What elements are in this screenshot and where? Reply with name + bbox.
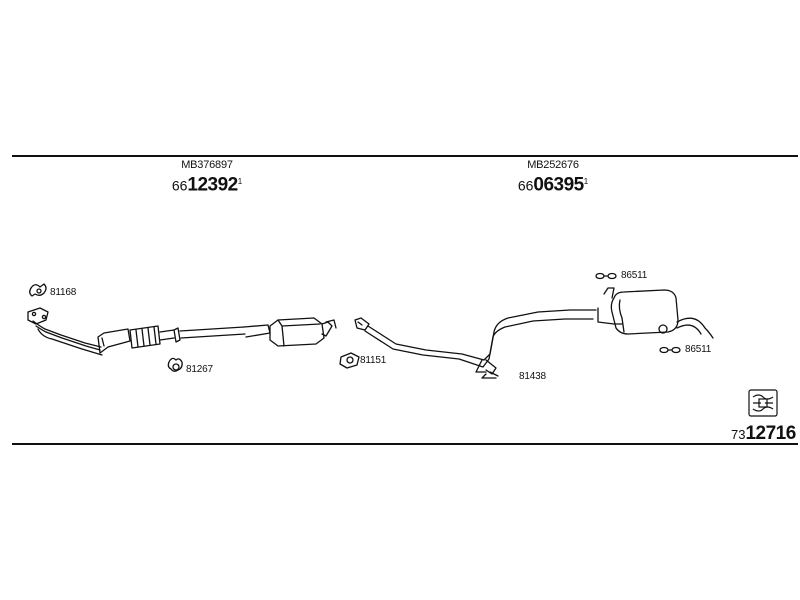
part-label-81438: 81438 bbox=[519, 371, 546, 382]
rear-assembly-number: 66063951 bbox=[498, 172, 608, 196]
front-assembly-main: 12392 bbox=[187, 174, 238, 196]
diagram-number: 7312716 bbox=[731, 424, 796, 445]
front-assembly-header: MB376897 66123921 bbox=[152, 159, 262, 196]
part-label-81168: 81168 bbox=[50, 287, 77, 298]
hanger-81438-icon bbox=[481, 371, 499, 379]
top-divider bbox=[12, 155, 798, 157]
rear-assembly-main: 06395 bbox=[533, 174, 584, 196]
diagram-number-main: 12716 bbox=[745, 423, 796, 444]
rear-assembly-suffix: 1 bbox=[583, 177, 589, 186]
intermediate-pipe-icon bbox=[173, 324, 271, 343]
gasket-81267-icon bbox=[167, 357, 183, 372]
rear-assembly-header: MB252676 66063951 bbox=[498, 159, 608, 196]
front-downpipe-icon bbox=[27, 307, 131, 356]
part-label-86511-bottom: 86511 bbox=[685, 344, 712, 355]
gasket-81168-icon bbox=[29, 283, 47, 297]
front-silencer-icon bbox=[269, 317, 337, 347]
front-assembly-suffix: 1 bbox=[237, 177, 243, 186]
gasket-81151-icon bbox=[339, 352, 360, 369]
bottom-divider bbox=[12, 443, 798, 445]
front-oe-number: MB376897 bbox=[181, 159, 233, 171]
part-label-86511-top: 86511 bbox=[621, 270, 648, 281]
hanger-86511-top-icon bbox=[595, 272, 617, 280]
rear-pipe-icon bbox=[354, 309, 597, 375]
rear-silencer-icon bbox=[597, 287, 714, 339]
front-assembly-number: 66123921 bbox=[152, 172, 262, 196]
part-label-81267: 81267 bbox=[186, 364, 213, 375]
front-assembly-prefix: 66 bbox=[171, 177, 188, 194]
hanger-86511-bottom-icon bbox=[659, 346, 681, 354]
flex-pipe-icon bbox=[129, 325, 175, 349]
diagram-number-prefix: 73 bbox=[731, 427, 746, 442]
catalogue-logo-icon bbox=[748, 389, 778, 417]
part-label-81151: 81151 bbox=[360, 355, 387, 366]
rear-oe-number: MB252676 bbox=[527, 159, 579, 171]
rear-assembly-prefix: 66 bbox=[517, 177, 534, 194]
